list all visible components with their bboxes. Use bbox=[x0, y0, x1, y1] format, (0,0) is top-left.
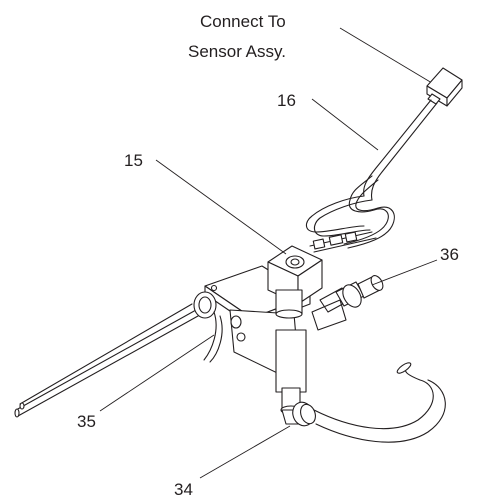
note-line-2: Sensor Assy. bbox=[188, 42, 286, 61]
callout-35: 35 bbox=[77, 412, 96, 431]
callout-36: 36 bbox=[440, 245, 459, 264]
note-line-1: Connect To bbox=[200, 12, 286, 31]
drain-tube bbox=[313, 362, 446, 443]
probe-rod bbox=[14, 291, 242, 418]
connector-plug bbox=[426, 67, 463, 107]
leader-36 bbox=[371, 259, 438, 286]
note-leader-line bbox=[339, 27, 433, 84]
leader-15 bbox=[155, 159, 287, 255]
callout-15: 15 bbox=[124, 151, 143, 170]
wire-harness bbox=[305, 99, 438, 253]
leader-34 bbox=[199, 425, 291, 479]
callout-34: 34 bbox=[174, 480, 193, 499]
lower-valve-body bbox=[275, 329, 316, 427]
callout-16: 16 bbox=[277, 91, 296, 110]
solenoid-valve bbox=[267, 245, 323, 319]
compression-fitting bbox=[311, 275, 384, 331]
leader-16 bbox=[311, 98, 379, 151]
leader-35 bbox=[99, 334, 215, 412]
